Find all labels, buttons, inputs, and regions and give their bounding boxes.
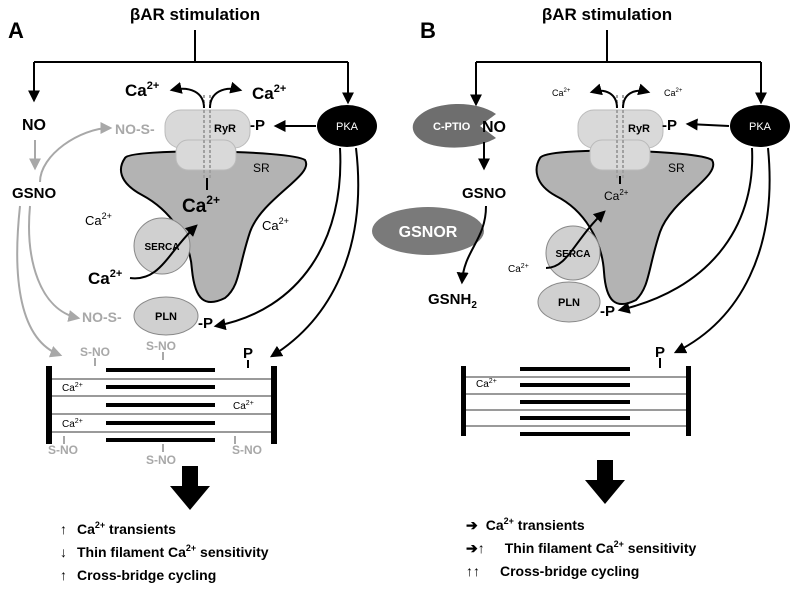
pln-phospho-b: -P bbox=[600, 303, 615, 320]
gsno-to-sarc-arrow bbox=[16, 205, 63, 358]
pka-label: PKA bbox=[336, 121, 359, 133]
gsno-to-gsnh2-arrow bbox=[456, 205, 487, 285]
pka-kinase-b bbox=[730, 105, 790, 147]
ryr-phospho-b: -P bbox=[662, 117, 677, 134]
panel-a: A βAR stimulation NO GSNO NO-S- SR RyR -… bbox=[8, 5, 377, 583]
pka-to-sarc-arrow bbox=[269, 147, 360, 358]
pka-to-sarc-arrow-b bbox=[673, 147, 771, 354]
ca-release-right-b: Ca2+ bbox=[664, 88, 683, 98]
ca-release-left: Ca2+ bbox=[125, 80, 159, 100]
no-label-b: NO bbox=[482, 119, 506, 136]
sr-body-b bbox=[535, 149, 715, 305]
serca-uptake-arrow bbox=[129, 224, 198, 280]
sr-body bbox=[119, 150, 308, 303]
effect-a-1: ↑Ca2+ transients bbox=[60, 520, 176, 537]
gsnor-enzyme bbox=[372, 207, 484, 255]
ca-sr-label: Ca2+ bbox=[182, 193, 220, 217]
ca-release-right: Ca2+ bbox=[252, 83, 286, 103]
serca-label-b: SERCA bbox=[555, 249, 590, 260]
ca-release-left-arrow bbox=[169, 82, 205, 109]
ca-cyto-left: Ca2+ bbox=[85, 211, 112, 228]
panel-a-letter: A bbox=[8, 18, 24, 43]
effect-a-3: ↑Cross-bridge cycling bbox=[60, 567, 216, 583]
sno-label-3: S-NO bbox=[48, 443, 78, 457]
ryr-channel bbox=[164, 95, 251, 180]
cptio-scavenger bbox=[412, 104, 496, 148]
gsno-label-b: GSNO bbox=[462, 185, 507, 202]
sr-label: SR bbox=[253, 161, 270, 175]
serca-pump-b bbox=[545, 225, 601, 281]
sno-label-4: S-NO bbox=[146, 453, 176, 467]
stimulation-branch bbox=[28, 30, 354, 105]
effects-list-a: ↑Ca2+ transients ↓Thin filament Ca2+ sen… bbox=[60, 520, 269, 583]
pka-to-pln-arrow-b bbox=[617, 147, 754, 314]
serca-pump bbox=[133, 217, 191, 275]
sno-label-2: S-NO bbox=[146, 339, 176, 353]
sr-label-b: SR bbox=[668, 161, 685, 175]
gsno-to-ryr-arrow bbox=[39, 122, 113, 183]
gsno-label: GSNO bbox=[12, 185, 57, 202]
outcome-arrow-a bbox=[170, 466, 210, 510]
ryr-label: RyR bbox=[214, 123, 236, 135]
stimulation-branch-b bbox=[470, 30, 767, 107]
gsnor-label: GSNOR bbox=[399, 224, 458, 241]
panel-b: B βAR stimulation C-PTIO NO GSNO GSNOR G… bbox=[372, 5, 790, 579]
serca-label: SERCA bbox=[144, 242, 179, 253]
sarc-phospho-a: P bbox=[243, 345, 253, 362]
sno-label-1: S-NO bbox=[80, 345, 110, 359]
ca-release-right-arrow bbox=[209, 81, 243, 109]
ca-serca-label-b: Ca2+ bbox=[508, 263, 529, 275]
pln-label: PLN bbox=[155, 311, 177, 323]
panel-b-title: βAR stimulation bbox=[542, 5, 672, 24]
sarc-ca-2: Ca2+ bbox=[233, 400, 254, 412]
nos-ryr-label: NO-S- bbox=[115, 121, 155, 137]
ca-release-left-arrow-b bbox=[589, 83, 618, 109]
ryr-phospho: -P bbox=[250, 117, 265, 134]
serca-uptake-arrow-b bbox=[545, 210, 606, 269]
nos-pln-label: NO-S- bbox=[82, 309, 122, 325]
pln-protein bbox=[133, 296, 199, 336]
panel-a-title: βAR stimulation bbox=[130, 5, 260, 24]
pka-to-pln-arrow bbox=[213, 147, 342, 331]
ca-serca-label: Ca2+ bbox=[88, 268, 122, 288]
outcome-arrow-b bbox=[585, 460, 625, 504]
ca-sr-label-b: Ca2+ bbox=[604, 188, 629, 203]
ca-release-left-b: Ca2+ bbox=[552, 88, 571, 98]
pka-label-b: PKA bbox=[749, 121, 772, 133]
pln-phospho: -P bbox=[198, 315, 213, 332]
sarc-ca-b: Ca2+ bbox=[476, 378, 497, 390]
sarc-phospho-b: P bbox=[655, 344, 665, 361]
sarc-ca-3: Ca2+ bbox=[62, 418, 83, 430]
effects-list-b: ➔Ca2+ transients ➔↑Thin filament Ca2+ se… bbox=[466, 516, 696, 579]
ryr-channel-b bbox=[577, 95, 664, 180]
ca-cyto-right: Ca2+ bbox=[262, 216, 289, 233]
sarcomere-b bbox=[461, 358, 691, 436]
effect-b-2: ➔↑Thin filament Ca2+ sensitivity bbox=[466, 539, 696, 556]
panel-b-letter: B bbox=[420, 18, 436, 43]
sarc-ca-1: Ca2+ bbox=[62, 382, 83, 394]
effect-b-1: ➔Ca2+ transients bbox=[466, 516, 585, 533]
sarcomere-a bbox=[46, 352, 277, 452]
no-label: NO bbox=[22, 117, 46, 134]
pka-kinase bbox=[317, 105, 377, 147]
pln-label-b: PLN bbox=[558, 297, 580, 309]
sno-label-5: S-NO bbox=[232, 443, 262, 457]
pln-protein-b bbox=[537, 281, 601, 323]
pka-to-ryr-arrow-b bbox=[685, 118, 730, 131]
ca-release-right-arrow-b bbox=[622, 83, 651, 109]
ryr-label-b: RyR bbox=[628, 123, 650, 135]
gsnh2-label: GSNH2 bbox=[428, 291, 477, 311]
gsno-to-pln-arrow bbox=[28, 205, 81, 322]
effect-b-3: ↑↑Cross-bridge cycling bbox=[466, 563, 639, 579]
cptio-label: C-PTIO bbox=[433, 121, 471, 133]
effect-a-2: ↓Thin filament Ca2+ sensitivity bbox=[60, 543, 269, 560]
